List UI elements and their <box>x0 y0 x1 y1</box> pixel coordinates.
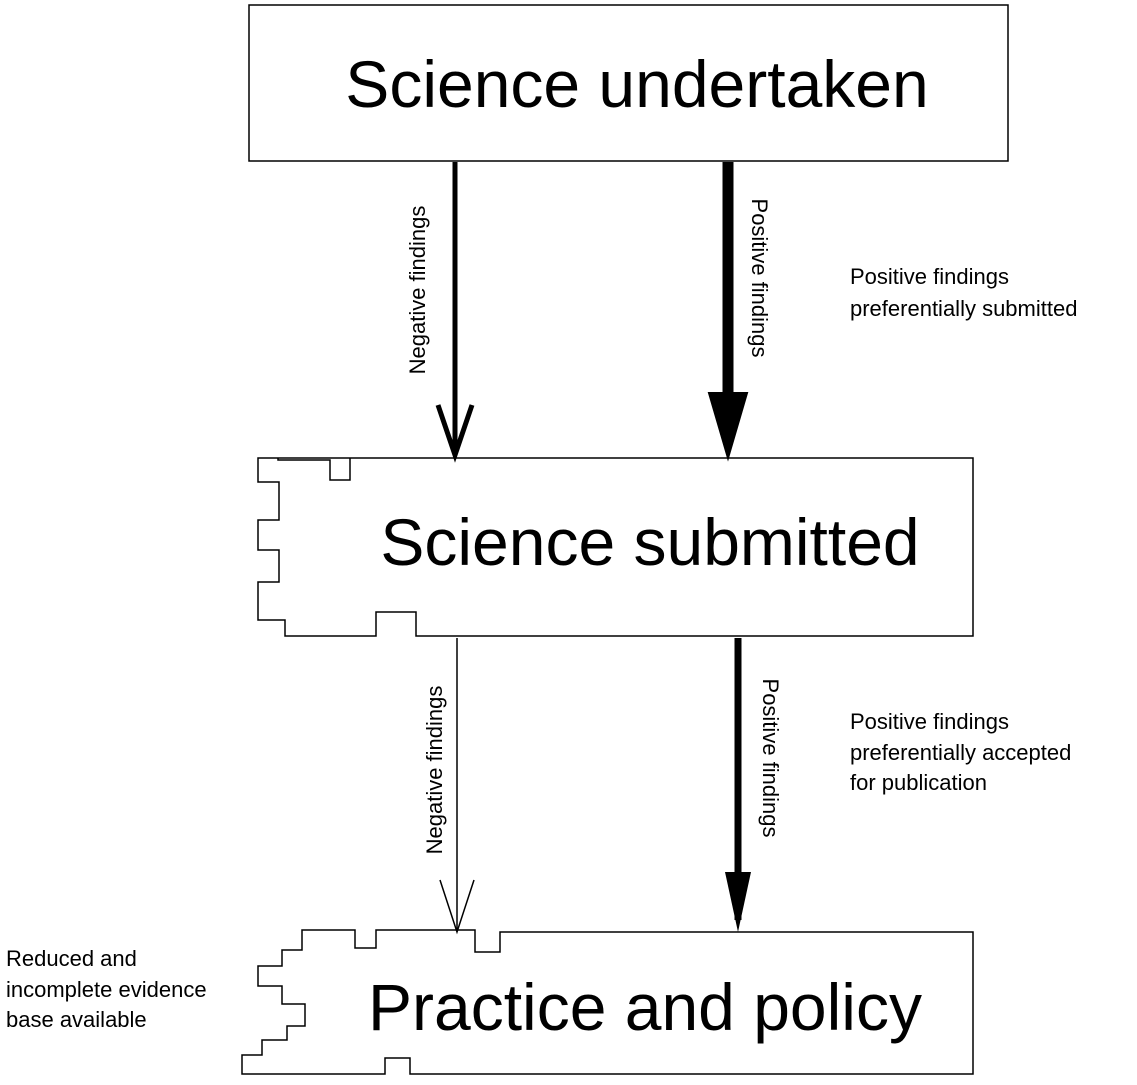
box-science-undertaken-title: Science undertaken <box>345 47 928 121</box>
box-science-submitted-title: Science submitted <box>380 505 919 579</box>
arrow-undertaken-negative-head <box>435 404 475 463</box>
note-accepted-line-2: preferentially accepted <box>850 740 1071 765</box>
note-accepted-line-3: for publication <box>850 770 987 795</box>
arrow-submitted-negative-label: Negative findings <box>422 686 447 855</box>
note-evidence-line-1: Reduced and <box>6 946 137 971</box>
note-evidence-line-3: base available <box>6 1007 147 1032</box>
arrow-submitted-positive: Positive findings <box>725 638 783 932</box>
arrow-submitted-positive-label: Positive findings <box>758 679 783 838</box>
note-evidence-line-2: incomplete evidence <box>6 977 207 1002</box>
box-science-submitted: Science submitted <box>257 457 974 637</box>
box-science-submitted-notch <box>277 458 351 481</box>
box-practice-and-policy: Practice and policy <box>241 929 974 1075</box>
note-preferentially-submitted: Positive findings preferentially submitt… <box>850 264 1077 321</box>
arrow-undertaken-negative: Negative findings <box>405 162 475 463</box>
arrow-submitted-negative-head <box>439 879 475 935</box>
arrow-undertaken-positive-label: Positive findings <box>747 199 772 358</box>
arrow-undertaken-positive: Positive findings <box>707 162 772 462</box>
box-practice-and-policy-border <box>241 929 974 1075</box>
arrow-submitted-positive-head <box>725 872 751 932</box>
arrow-submitted-negative: Negative findings <box>422 638 475 935</box>
note-reduced-evidence: Reduced and incomplete evidence base ava… <box>6 946 207 1032</box>
arrow-undertaken-positive-head <box>707 392 749 462</box>
note-submitted-line-2: preferentially submitted <box>850 296 1077 321</box>
note-submitted-line-1: Positive findings <box>850 264 1009 289</box>
note-accepted-line-1: Positive findings <box>850 709 1009 734</box>
box-science-undertaken-border <box>248 4 1009 162</box>
box-science-submitted-border <box>257 457 974 637</box>
note-preferentially-accepted: Positive findings preferentially accepte… <box>850 709 1071 795</box>
box-science-undertaken: Science undertaken <box>248 4 1009 162</box>
box-practice-and-policy-title: Practice and policy <box>368 970 922 1044</box>
arrow-undertaken-negative-label: Negative findings <box>405 206 430 375</box>
